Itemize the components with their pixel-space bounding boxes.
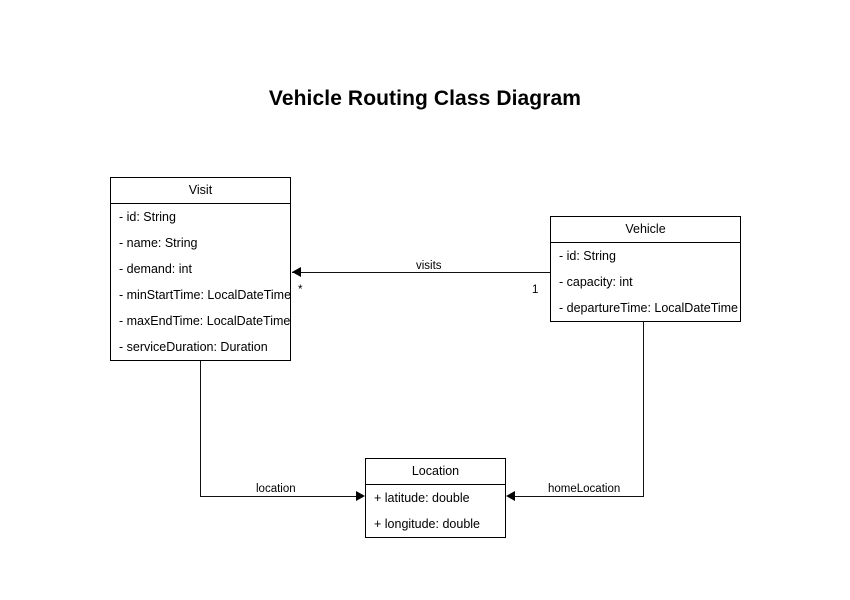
class-name-location: Location: [366, 459, 505, 485]
edge-visits-arrowhead-icon: [292, 267, 301, 277]
edge-homelocation-segment-vertical: [643, 321, 644, 496]
attribute-row: - minStartTime: LocalDateTime: [111, 282, 291, 308]
edge-homelocation-arrowhead-icon: [506, 491, 515, 501]
class-box-location[interactable]: Location + latitude: double + longitude:…: [365, 458, 506, 538]
page-title: Vehicle Routing Class Diagram: [268, 87, 582, 110]
class-name-visit: Visit: [111, 178, 290, 204]
edge-visits-line: [292, 272, 550, 273]
edge-location-segment-horizontal: [200, 496, 358, 497]
class-name-vehicle: Vehicle: [551, 217, 740, 243]
attribute-row: - name: String: [111, 230, 290, 256]
class-box-visit[interactable]: Visit - id: String - name: String - dema…: [110, 177, 291, 361]
attribute-row: - maxEndTime: LocalDateTime: [111, 308, 290, 334]
edge-label-location: location: [252, 483, 300, 495]
attribute-row: - capacity: int: [551, 269, 740, 295]
class-attributes-vehicle: - id: String - capacity: int - departure…: [551, 243, 740, 321]
multiplicity-visits-source: 1: [532, 284, 539, 296]
multiplicity-visits-target: *: [298, 284, 303, 296]
class-box-vehicle[interactable]: Vehicle - id: String - capacity: int - d…: [550, 216, 741, 322]
class-attributes-location: + latitude: double + longitude: double: [366, 485, 505, 537]
attribute-row: - demand: int: [111, 256, 290, 282]
attribute-row: - serviceDuration: Duration: [111, 334, 290, 360]
edge-location-arrowhead-icon: [356, 491, 365, 501]
edge-location-segment-vertical: [200, 360, 201, 496]
class-attributes-visit: - id: String - name: String - demand: in…: [111, 204, 291, 360]
attribute-row: - id: String: [551, 243, 740, 269]
attribute-row: + latitude: double: [366, 485, 505, 511]
attribute-row: - id: String: [111, 204, 290, 230]
attribute-row: + longitude: double: [366, 511, 505, 537]
attribute-row: - departureTime: LocalDateTime: [551, 295, 740, 321]
edge-homelocation-segment-horizontal: [513, 496, 644, 497]
edge-label-homelocation: homeLocation: [544, 483, 625, 495]
edge-label-visits: visits: [412, 260, 446, 272]
